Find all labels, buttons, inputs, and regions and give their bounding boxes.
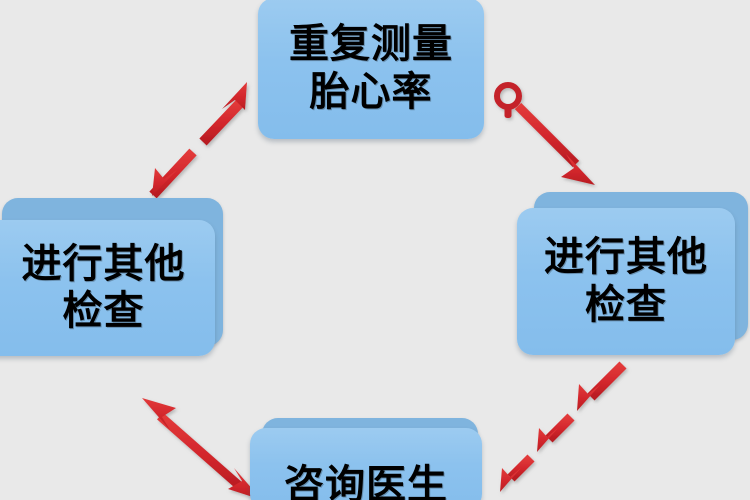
connector-top-to-right: [494, 82, 595, 185]
node-left-card[interactable]: 进行其他 检查: [0, 220, 215, 356]
node-left-label: 进行其他 检查: [21, 240, 186, 334]
circle-marker-icon: [494, 82, 522, 110]
dash-segment: [149, 148, 197, 199]
dash-segment: [545, 413, 575, 443]
chevron-head-icon: [577, 384, 600, 411]
chevron-head-icon: [500, 468, 521, 492]
dash-segment: [199, 98, 245, 146]
connector-bottom-to-left: [142, 398, 262, 500]
node-right-card[interactable]: 进行其他 检查: [517, 208, 735, 355]
node-top[interactable]: 重复测量 胎心率: [256, 0, 488, 143]
node-bottom[interactable]: 咨询医生: [246, 418, 494, 500]
arrow-shaft: [157, 412, 246, 493]
arrow-shaft: [514, 102, 580, 168]
dash-segment: [507, 454, 535, 482]
chevron-head-icon: [152, 168, 177, 196]
arrow-head-icon: [561, 154, 595, 185]
connector-right-to-bottom: [500, 361, 627, 492]
dash-segment: [587, 361, 627, 401]
node-bottom-card[interactable]: 咨询医生: [250, 428, 482, 500]
arrow-head-icon: [142, 398, 176, 430]
arrow-head-icon: [222, 82, 247, 110]
node-top-card[interactable]: 重复测量 胎心率: [258, 0, 484, 139]
connector-left-to-top: [149, 82, 247, 199]
ring-stub: [504, 104, 512, 118]
node-left[interactable]: 进行其他 检查: [0, 198, 226, 363]
chevron-head-icon: [537, 428, 558, 452]
node-right-label: 进行其他 检查: [544, 234, 708, 328]
node-right[interactable]: 进行其他 检查: [510, 192, 750, 362]
node-top-label: 重复测量 胎心率: [289, 21, 453, 115]
node-bottom-label: 咨询医生: [284, 462, 448, 500]
